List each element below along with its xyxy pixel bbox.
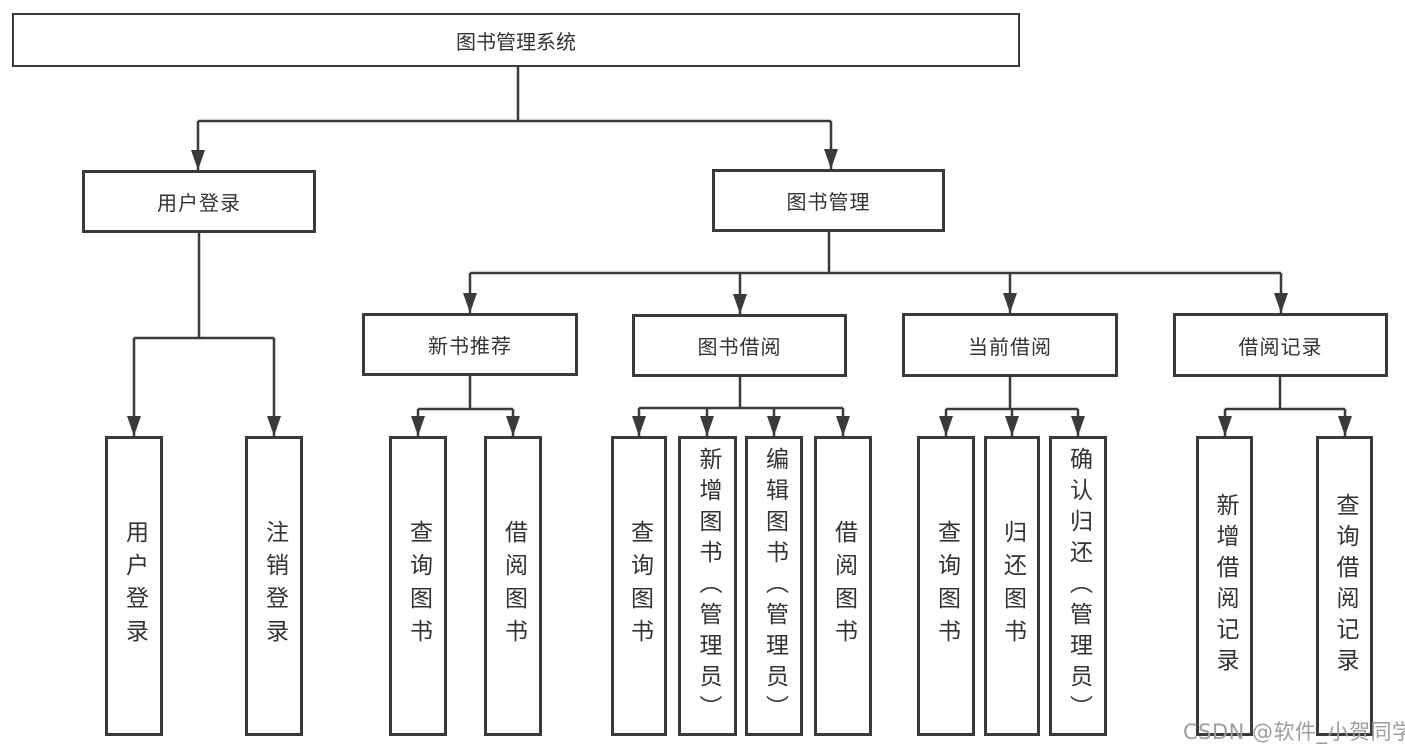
node-borrow-records: 借阅记录 xyxy=(1173,313,1388,377)
leaf-query-books-3: 查询图书 xyxy=(917,436,975,736)
node-label: 查询图书 xyxy=(405,520,432,652)
node-user-login: 用户登录 xyxy=(82,170,316,233)
connector-user-login xyxy=(127,233,281,436)
node-label: 借阅图书 xyxy=(830,520,857,652)
node-label: 新书推荐 xyxy=(428,334,512,358)
node-label: 当前借阅 xyxy=(968,334,1052,359)
leaf-borrow-books-1: 借阅图书 xyxy=(484,436,542,736)
connector-book-borrow xyxy=(632,377,850,436)
leaf-query-books-2: 查询图书 xyxy=(611,436,667,736)
node-label: 用户登录 xyxy=(157,191,241,215)
node-book-mgmt: 图书管理 xyxy=(712,169,945,232)
node-label: 借阅记录 xyxy=(1238,334,1323,359)
leaf-add-borrow-record: 新增借阅记录 xyxy=(1196,436,1253,736)
connector-borrow-records xyxy=(1218,377,1352,436)
connector-root xyxy=(191,67,838,170)
node-current-borrow: 当前借阅 xyxy=(902,313,1118,377)
connector-new-book xyxy=(411,376,520,436)
connector-book-mgmt xyxy=(463,232,1288,314)
node-new-book-rec: 新书推荐 xyxy=(362,313,578,376)
leaf-query-books-1: 查询图书 xyxy=(389,436,447,736)
node-label: 图书管理系统 xyxy=(456,29,576,54)
node-label: 确认归还（管理员） xyxy=(1065,446,1092,726)
node-root: 图书管理系统 xyxy=(12,13,1020,67)
node-label: 编辑图书（管理员） xyxy=(761,446,788,726)
node-label: 注销登录 xyxy=(261,520,288,652)
leaf-confirm-return-admin: 确认归还（管理员） xyxy=(1049,436,1107,736)
leaf-logout: 注销登录 xyxy=(245,436,303,736)
leaf-return-books: 归还图书 xyxy=(984,436,1040,736)
leaf-query-borrow-record: 查询借阅记录 xyxy=(1316,436,1373,736)
node-label: 归还图书 xyxy=(999,520,1026,652)
leaf-edit-books-admin: 编辑图书（管理员） xyxy=(745,436,803,736)
node-label: 查询借阅记录 xyxy=(1332,493,1358,679)
node-label: 查询图书 xyxy=(933,520,960,652)
node-label: 图书管理 xyxy=(786,190,871,214)
leaf-add-books-admin: 新增图书（管理员） xyxy=(678,436,737,736)
node-label: 用户登录 xyxy=(121,520,148,652)
leaf-borrow-books-2: 借阅图书 xyxy=(814,436,872,736)
connector-current-borrow xyxy=(939,377,1085,436)
leaf-user-login: 用户登录 xyxy=(105,436,163,736)
node-label: 借阅图书 xyxy=(500,520,527,652)
node-book-borrow: 图书借阅 xyxy=(632,314,847,377)
csdn-watermark: CSDN @软件_小贺同学 xyxy=(1183,720,1405,744)
node-label: 新增图书（管理员） xyxy=(695,446,721,726)
node-label: 图书借阅 xyxy=(697,335,782,359)
node-label: 新增借阅记录 xyxy=(1212,493,1238,679)
node-label: 查询图书 xyxy=(626,520,653,652)
